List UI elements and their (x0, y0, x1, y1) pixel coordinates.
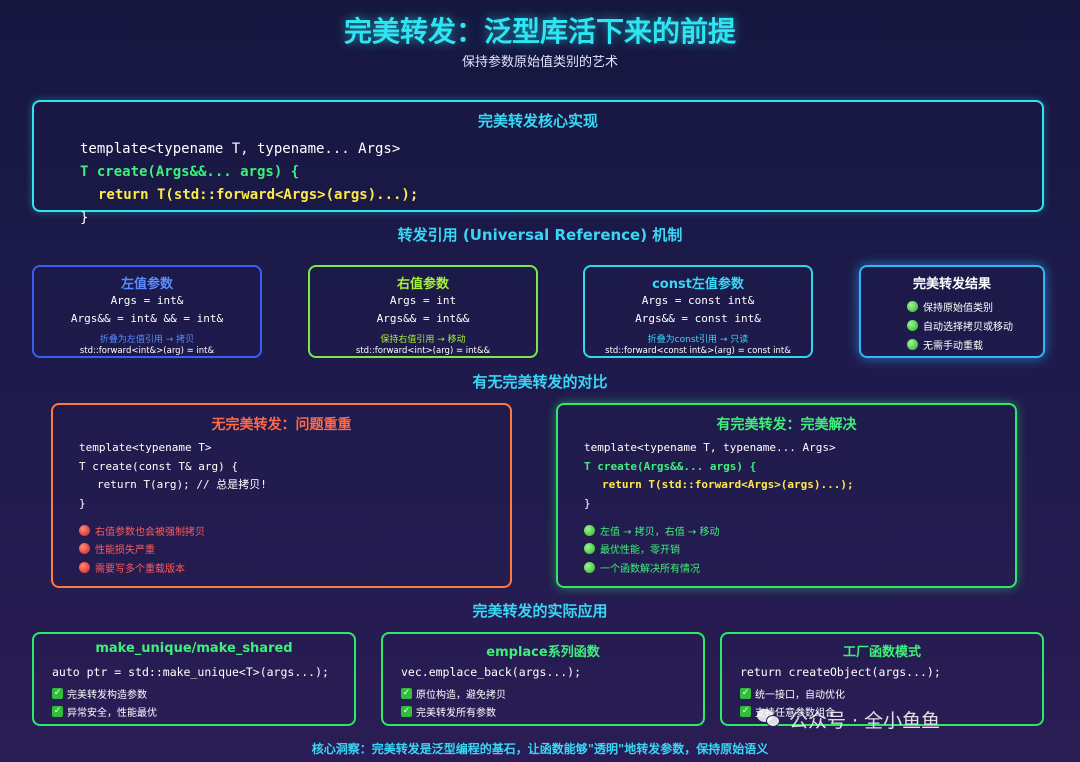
app-card-list: ✓原位构造，避免拷贝 ✓完美转发所有参数 (401, 684, 506, 720)
applications-section-title: 完美转发的实际应用 (472, 602, 608, 620)
list-item: ✓支持任意参数组合 (740, 705, 835, 719)
check-icon: ✓ (740, 705, 751, 717)
code-line: template<typename T> (79, 441, 212, 454)
code-line: template<typename T, typename... Args> (584, 441, 836, 454)
rvalue-args-line: Args = int (389, 294, 457, 307)
green-circle-icon (907, 301, 918, 312)
list-item: 性能损失严重 (79, 540, 205, 559)
core-implementation-title: 完美转发核心实现 (477, 112, 598, 130)
const-lvalue-args-line: Args = const int& (641, 294, 755, 307)
code-line: T create(Args&&... args) { (80, 164, 300, 180)
core-insight: 核心洞察：完美转发是泛型编程的基石，让函数能够"透明"地转发参数，保持原始语义 (311, 742, 769, 756)
list-item: ✓完美转发构造参数 (52, 687, 147, 701)
list-item: ✓统一接口，自动优化 (740, 687, 845, 701)
problem-list: 右值参数也会被强制拷贝 性能损失严重 需要写多个重载版本 (79, 521, 205, 577)
app-card-emplace: emplace系列函数 vec.emplace_back(args...); ✓… (381, 632, 705, 726)
lvalue-note: 折叠为左值引用 → 拷贝 (99, 335, 195, 345)
mechanism-section-title: 转发引用 (Universal Reference) 机制 (397, 226, 683, 244)
app-card-title: emplace系列函数 (486, 645, 600, 660)
code-line: return T(std::forward<Args>(args)...); (602, 478, 854, 491)
check-icon: ✓ (52, 687, 63, 699)
app-card-list: ✓统一接口，自动优化 ✓支持任意参数组合 (740, 684, 845, 720)
rvalue-title: 右值参数 (396, 277, 449, 292)
list-item: 右值参数也会被强制拷贝 (79, 521, 205, 540)
list-item: 左值 → 拷贝，右值 → 移动 (584, 521, 719, 540)
green-circle-icon (584, 561, 595, 573)
watermark-text: 公众号 · 全小鱼鱼 (789, 709, 941, 732)
red-circle-icon (79, 561, 90, 573)
green-circle-icon (907, 320, 918, 331)
const-lvalue-note: 折叠为const引用 → 只读 (647, 335, 749, 345)
check-icon: ✓ (740, 687, 751, 699)
forward-result-box: 完美转发结果 保持原始值类别 自动选择拷贝或移动 无需手动重载 (859, 265, 1045, 358)
code-line: T create(Args&&... args) { (584, 459, 757, 473)
app-card-title: 工厂函数模式 (842, 645, 921, 660)
list-item: ✓完美转发所有参数 (401, 705, 496, 719)
rvalue-forward: std::forward<int>(arg) = int&& (355, 346, 491, 356)
code-line: } (79, 496, 86, 510)
green-circle-icon (584, 524, 595, 536)
lvalue-title: 左值参数 (120, 277, 173, 292)
app-card-make-unique: make_unique/make_shared auto ptr = std::… (32, 632, 356, 726)
compare-section-title: 有无完美转发的对比 (472, 373, 608, 391)
app-card-factory: 工厂函数模式 return createObject(args...); ✓统一… (720, 632, 1044, 726)
with-forwarding-box: 有完美转发：完美解决 template<typename T, typename… (556, 403, 1017, 588)
lvalue-param-box: 左值参数 Args = int& Args&& = int& && = int&… (32, 265, 262, 358)
with-forwarding-code: template<typename T, typename... Args> T… (584, 439, 854, 513)
check-icon: ✓ (52, 705, 63, 717)
list-item: 无需手动重载 (907, 335, 1013, 354)
core-implementation-box: 完美转发核心实现 template<typename T, typename..… (32, 100, 1044, 226)
app-card-title: make_unique/make_shared (95, 641, 293, 656)
list-item: 最优性能，零开销 (584, 540, 719, 559)
list-item: 自动选择拷贝或移动 (907, 316, 1013, 335)
app-card-code: vec.emplace_back(args...); (401, 665, 582, 679)
lvalue-collapse-line: Args&& = int& && = int& (70, 312, 224, 325)
without-forwarding-box: 无完美转发：问题重重 template<typename T> T create… (51, 403, 512, 588)
const-lvalue-title: const左值参数 (652, 277, 744, 292)
wechat-icon (757, 709, 781, 729)
rvalue-collapse-line: Args&& = int&& (376, 312, 470, 325)
lvalue-args-line: Args = int& (110, 294, 184, 307)
forward-result-title: 完美转发结果 (912, 277, 991, 292)
code-line: } (80, 210, 89, 226)
benefit-list: 左值 → 拷贝，右值 → 移动 最优性能，零开销 一个函数解决所有情况 (584, 521, 719, 577)
core-code-block: template<typename T, typename... Args> T… (80, 138, 418, 230)
list-item: ✓原位构造，避免拷贝 (401, 687, 506, 701)
forward-result-list: 保持原始值类别 自动选择拷贝或移动 无需手动重载 (907, 297, 1013, 354)
code-line: template<typename T, typename... Args> (80, 141, 401, 157)
list-item: 保持原始值类别 (907, 297, 1013, 316)
code-line: return T(std::forward<Args>(args)...); (98, 187, 419, 203)
red-circle-icon (79, 543, 90, 555)
app-card-list: ✓完美转发构造参数 ✓异常安全，性能最优 (52, 684, 157, 720)
const-lvalue-param-box: const左值参数 Args = const int& Args&& = con… (583, 265, 813, 358)
app-card-code: auto ptr = std::make_unique<T>(args...); (52, 665, 329, 679)
without-forwarding-title: 无完美转发：问题重重 (211, 417, 352, 433)
wechat-watermark: 公众号 · 全小鱼鱼 (757, 704, 1057, 734)
list-item: 需要写多个重载版本 (79, 558, 205, 577)
rvalue-note: 保持右值引用 → 移动 (380, 335, 466, 345)
check-icon: ✓ (401, 687, 412, 699)
list-item: 一个函数解决所有情况 (584, 558, 719, 577)
with-forwarding-title: 有完美转发：完美解决 (716, 417, 857, 433)
page-subtitle: 保持参数原始值类别的艺术 (461, 55, 618, 70)
green-circle-icon (584, 543, 595, 555)
page-title: 完美转发：泛型库活下来的前提 (343, 15, 736, 48)
check-icon: ✓ (401, 705, 412, 717)
code-line: } (584, 496, 591, 510)
const-lvalue-collapse-line: Args&& = const int& (635, 312, 761, 325)
code-line: return T(arg); // 总是拷贝! (97, 478, 267, 491)
app-card-code: return createObject(args...); (740, 665, 941, 679)
rvalue-param-box: 右值参数 Args = int Args&& = int&& 保持右值引用 → … (308, 265, 538, 358)
red-circle-icon (79, 524, 90, 536)
green-circle-icon (907, 339, 918, 350)
const-lvalue-forward: std::forward<const int&>(arg) = const in… (605, 346, 791, 356)
without-forwarding-code: template<typename T> T create(const T& a… (79, 439, 267, 513)
lvalue-forward: std::forward<int&>(arg) = int& (79, 346, 215, 356)
code-line: T create(const T& arg) { (79, 459, 238, 473)
list-item: ✓异常安全，性能最优 (52, 705, 157, 719)
